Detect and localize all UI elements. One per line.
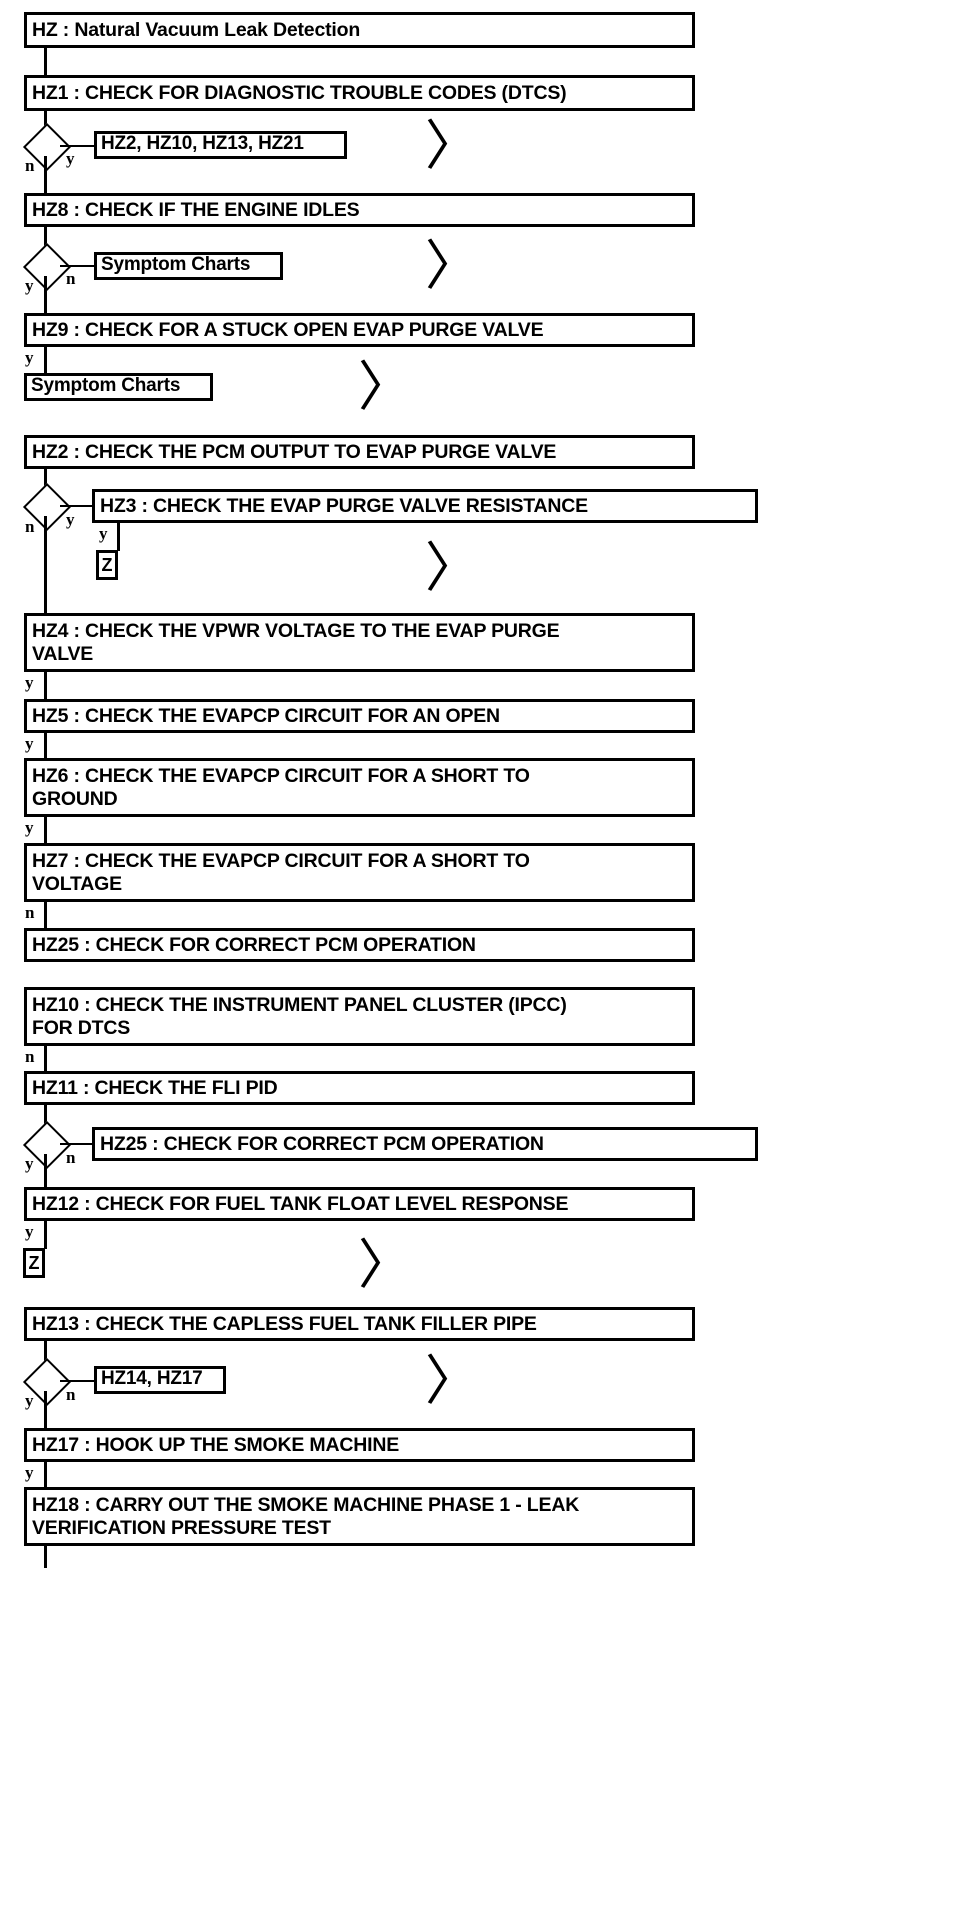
branch-hz13-yes-line	[44, 1391, 47, 1428]
node-hz8[interactable]: HZ8 : CHECK IF THE ENGINE IDLES	[24, 193, 695, 227]
branch-label-hz1-yes: y	[66, 149, 75, 168]
node-hz10[interactable]: HZ10 : CHECK THE INSTRUMENT PANEL CLUSTE…	[24, 987, 695, 1046]
node-hz6-label: HZ6 : CHECK THE EVAPCP CIRCUIT FOR A SHO…	[32, 765, 530, 810]
node-hz13[interactable]: HZ13 : CHECK THE CAPLESS FUEL TANK FILLE…	[24, 1307, 695, 1341]
node-hz25-b[interactable]: HZ25 : CHECK FOR CORRECT PCM OPERATION	[92, 1127, 758, 1161]
node-hz4-label: HZ4 : CHECK THE VPWR VOLTAGE TO THE EVAP…	[32, 620, 560, 665]
ref-symptom-charts-1[interactable]: Symptom Charts	[94, 252, 283, 280]
connector-z-after-hz12[interactable]: Z	[23, 1248, 45, 1278]
branch-hz2-no-line	[44, 516, 47, 613]
branch-hz11-yes-line	[44, 1154, 47, 1187]
node-hz7[interactable]: HZ7 : CHECK THE EVAPCP CIRCUIT FOR A SHO…	[24, 843, 695, 902]
branch-hz11-no-line	[60, 1143, 94, 1145]
node-hz11-label: HZ11 : CHECK THE FLI PID	[32, 1076, 278, 1099]
connector-z-after-hz3[interactable]: Z	[96, 550, 118, 580]
node-hz5-label: HZ5 : CHECK THE EVAPCP CIRCUIT FOR AN OP…	[32, 704, 500, 727]
branch-label-hz12-yes: y	[25, 1222, 34, 1241]
connector-hz2-to-decision	[44, 469, 47, 491]
offpage-marker-hz13: 〉	[425, 1351, 479, 1411]
ref-hz14-hz17[interactable]: HZ14, HZ17	[94, 1366, 226, 1394]
branch-label-hz11-no: n	[66, 1148, 76, 1167]
branch-hz7-no-line	[44, 902, 47, 928]
node-hz17-label: HZ17 : HOOK UP THE SMOKE MACHINE	[32, 1433, 400, 1456]
node-hz8-label: HZ8 : CHECK IF THE ENGINE IDLES	[32, 198, 360, 221]
node-hz9[interactable]: HZ9 : CHECK FOR A STUCK OPEN EVAP PURGE …	[24, 313, 695, 347]
connector-hz8-to-decision	[44, 227, 47, 249]
branch-hz13-no-line	[60, 1380, 94, 1382]
branch-label-hz9-yes: y	[25, 348, 34, 367]
node-hz11[interactable]: HZ11 : CHECK THE FLI PID	[24, 1071, 695, 1105]
ref-hz2-hz10-hz13-hz21-label: HZ2, HZ10, HZ13, HZ21	[101, 133, 304, 155]
node-hz-root[interactable]: HZ : Natural Vacuum Leak Detection	[24, 12, 695, 48]
branch-label-hz4-yes: y	[25, 673, 34, 692]
node-hz1-label: HZ1 : CHECK FOR DIAGNOSTIC TROUBLE CODES…	[32, 81, 567, 104]
node-hz3[interactable]: HZ3 : CHECK THE EVAP PURGE VALVE RESISTA…	[92, 489, 758, 523]
branch-hz5-yes-line	[44, 733, 47, 759]
branch-hz4-yes-line	[44, 672, 47, 700]
offpage-marker-hz8: 〉	[425, 236, 479, 296]
branch-label-hz3-yes: y	[99, 524, 108, 543]
node-hz13-label: HZ13 : CHECK THE CAPLESS FUEL TANK FILLE…	[32, 1312, 537, 1335]
node-hz1[interactable]: HZ1 : CHECK FOR DIAGNOSTIC TROUBLE CODES…	[24, 75, 695, 111]
branch-label-hz8-yes: y	[25, 276, 34, 295]
node-hz2-label: HZ2 : CHECK THE PCM OUTPUT TO EVAP PURGE…	[32, 440, 557, 463]
branch-label-hz11-yes: y	[25, 1154, 34, 1173]
node-hz5[interactable]: HZ5 : CHECK THE EVAPCP CIRCUIT FOR AN OP…	[24, 699, 695, 733]
branch-label-hz13-no: n	[66, 1385, 76, 1404]
ref-symptom-charts-1-label: Symptom Charts	[101, 254, 251, 276]
branch-label-hz2-no: n	[25, 517, 35, 536]
offpage-marker-hz3: 〉	[425, 538, 479, 598]
ref-hz14-hz17-label: HZ14, HZ17	[101, 1368, 203, 1390]
branch-label-hz1-no: n	[25, 156, 35, 175]
node-hz-root-label: HZ : Natural Vacuum Leak Detection	[32, 18, 361, 41]
branch-hz1-no-line	[44, 156, 47, 193]
branch-label-hz6-yes: y	[25, 818, 34, 837]
branch-hz12-yes-line	[44, 1221, 47, 1249]
branch-label-hz13-yes: y	[25, 1391, 34, 1410]
node-hz18[interactable]: HZ18 : CARRY OUT THE SMOKE MACHINE PHASE…	[24, 1487, 695, 1546]
branch-hz1-yes-line	[60, 145, 94, 147]
offpage-marker-hz12: 〉	[358, 1235, 412, 1295]
branch-hz8-yes-line	[44, 276, 47, 313]
branch-hz17-yes-line	[44, 1462, 47, 1488]
connector-z-after-hz12-label: Z	[28, 1253, 40, 1273]
branch-label-hz5-yes: y	[25, 734, 34, 753]
ref-hz2-hz10-hz13-hz21[interactable]: HZ2, HZ10, HZ13, HZ21	[94, 131, 347, 159]
node-hz3-label: HZ3 : CHECK THE EVAP PURGE VALVE RESISTA…	[100, 494, 588, 517]
offpage-marker-hz1: 〉	[425, 116, 479, 176]
connector-hz18-down	[44, 1546, 47, 1568]
node-hz25-b-label: HZ25 : CHECK FOR CORRECT PCM OPERATION	[100, 1132, 544, 1155]
branch-hz6-yes-line	[44, 817, 47, 843]
node-hz17[interactable]: HZ17 : HOOK UP THE SMOKE MACHINE	[24, 1428, 695, 1462]
connector-hz1-to-decision	[44, 111, 47, 133]
node-hz4[interactable]: HZ4 : CHECK THE VPWR VOLTAGE TO THE EVAP…	[24, 613, 695, 672]
ref-symptom-charts-2[interactable]: Symptom Charts	[24, 373, 213, 401]
node-hz18-label: HZ18 : CARRY OUT THE SMOKE MACHINE PHASE…	[32, 1494, 580, 1539]
connector-hz11-to-decision	[44, 1105, 47, 1129]
branch-hz10-no-line	[44, 1046, 47, 1072]
connector-hz13-to-decision	[44, 1341, 47, 1365]
offpage-marker-hz9: 〉	[358, 357, 412, 417]
node-hz9-label: HZ9 : CHECK FOR A STUCK OPEN EVAP PURGE …	[32, 318, 544, 341]
branch-hz3-yes-line	[117, 523, 120, 551]
node-hz12-label: HZ12 : CHECK FOR FUEL TANK FLOAT LEVEL R…	[32, 1192, 569, 1215]
connector-z-after-hz3-label: Z	[101, 555, 113, 575]
node-hz7-label: HZ7 : CHECK THE EVAPCP CIRCUIT FOR A SHO…	[32, 850, 530, 895]
branch-label-hz7-no: n	[25, 903, 35, 922]
branch-label-hz2-yes: y	[66, 510, 75, 529]
node-hz12[interactable]: HZ12 : CHECK FOR FUEL TANK FLOAT LEVEL R…	[24, 1187, 695, 1221]
branch-hz2-yes-line	[60, 505, 94, 507]
branch-label-hz17-yes: y	[25, 1463, 34, 1482]
node-hz25-a[interactable]: HZ25 : CHECK FOR CORRECT PCM OPERATION	[24, 928, 695, 962]
branch-hz8-no-line	[60, 265, 94, 267]
branch-label-hz10-no: n	[25, 1047, 35, 1066]
branch-hz9-yes-line	[44, 347, 47, 375]
node-hz25-a-label: HZ25 : CHECK FOR CORRECT PCM OPERATION	[32, 933, 476, 956]
ref-symptom-charts-2-label: Symptom Charts	[31, 375, 181, 397]
node-hz10-label: HZ10 : CHECK THE INSTRUMENT PANEL CLUSTE…	[32, 994, 567, 1039]
branch-label-hz8-no: n	[66, 269, 76, 288]
node-hz2[interactable]: HZ2 : CHECK THE PCM OUTPUT TO EVAP PURGE…	[24, 435, 695, 469]
node-hz6[interactable]: HZ6 : CHECK THE EVAPCP CIRCUIT FOR A SHO…	[24, 758, 695, 817]
connector-hz-root-to-hz1	[44, 48, 47, 75]
